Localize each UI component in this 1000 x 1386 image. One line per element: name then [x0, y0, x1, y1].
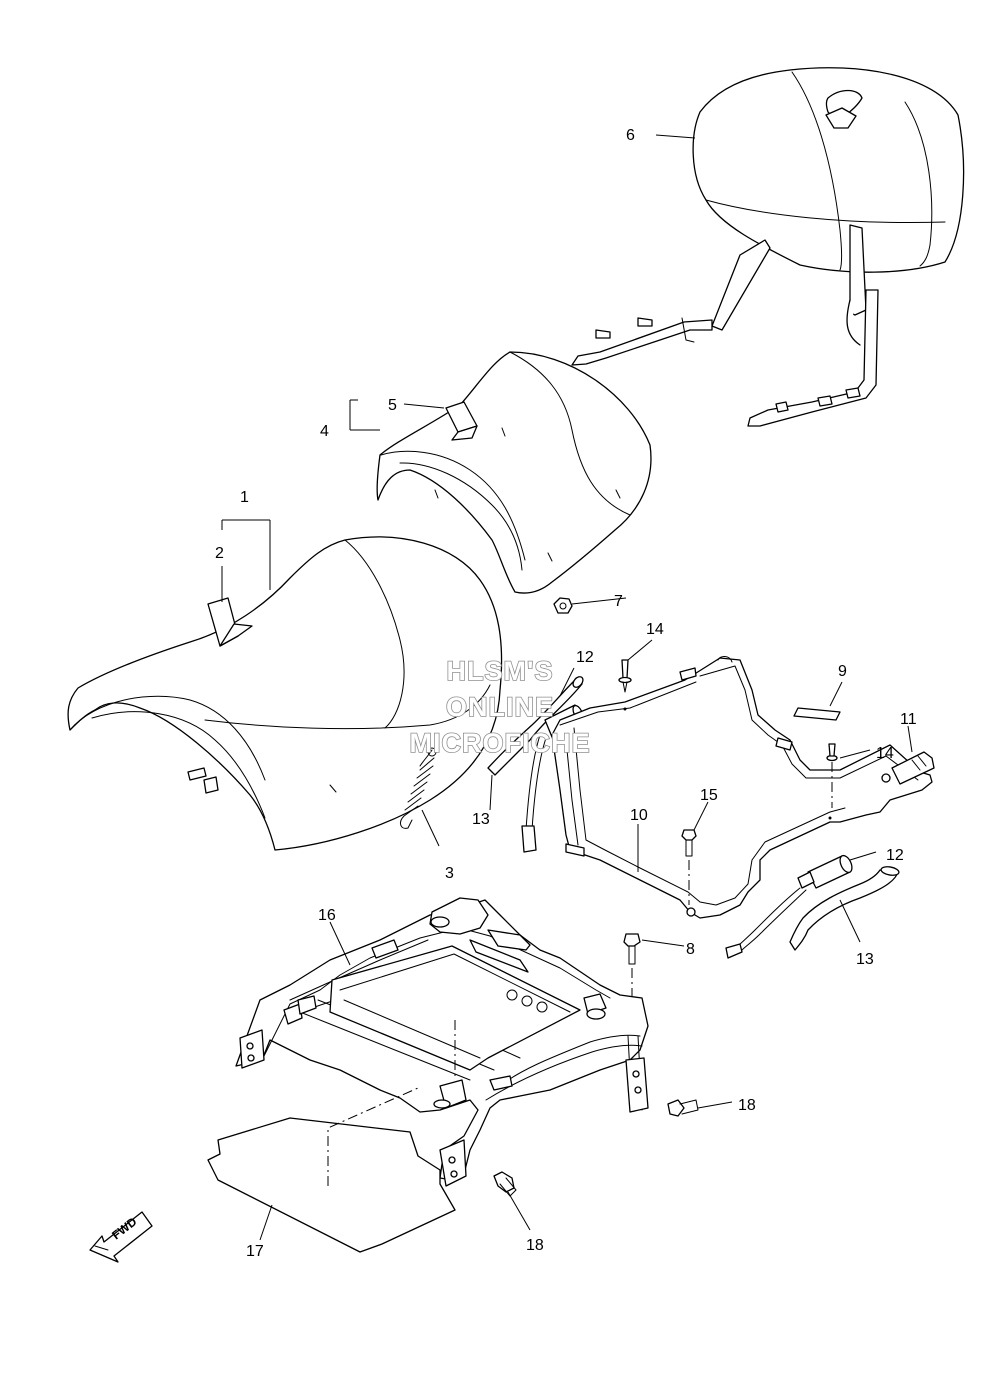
callout-11: 11 — [900, 711, 917, 728]
clip-part-11 — [891, 751, 935, 785]
callout-4: 4 — [320, 423, 329, 440]
bolt-part-18-lower — [493, 1171, 517, 1197]
nut-part-7 — [553, 597, 573, 614]
bolt-part-8 — [623, 933, 641, 996]
callout-labels: 1 2 3 4 5 6 7 8 9 10 11 12 12 13 13 14 1… — [215, 127, 917, 1260]
label-part-9 — [793, 707, 841, 721]
callout-9: 9 — [838, 663, 847, 680]
watermark-line-3: MICROFICHE — [410, 728, 591, 758]
watermark: HLSM'S ONLINE MICROFICHE — [409, 655, 591, 759]
callout-15: 15 — [700, 787, 718, 804]
callout-7: 7 — [614, 593, 623, 610]
sleeve-part-12-right — [725, 854, 853, 959]
watermark-line-2: ONLINE — [446, 692, 554, 722]
forward-direction-arrow: FWD — [89, 1211, 153, 1263]
callout-17: 17 — [246, 1243, 264, 1260]
spring-part-3 — [400, 747, 437, 829]
callout-3: 3 — [445, 865, 454, 882]
callout-18-upper: 18 — [738, 1097, 756, 1114]
callout-10: 10 — [630, 807, 648, 824]
callout-2: 2 — [215, 545, 224, 562]
callout-13-right: 13 — [856, 951, 874, 968]
callout-14-upper: 14 — [646, 621, 664, 638]
callout-18-lower: 18 — [526, 1237, 544, 1254]
callout-1: 1 — [240, 489, 249, 506]
patch-part-2 — [207, 597, 253, 647]
watermark-line-1: HLSM'S — [447, 656, 554, 686]
bolt-part-18-upper — [667, 1099, 699, 1117]
leader-lines — [221, 134, 913, 1241]
rivet-part-14-left — [618, 659, 632, 693]
pipe-part-13-right — [789, 866, 900, 951]
callout-8: 8 — [686, 941, 695, 958]
mat-part-17 — [207, 1087, 456, 1253]
backrest-part-6 — [571, 67, 965, 427]
callout-14-right: 14 — [876, 745, 894, 762]
patch-part-5 — [445, 401, 478, 441]
base-frame-part-16 — [235, 897, 649, 1187]
callout-16: 16 — [318, 907, 336, 924]
callout-6: 6 — [626, 127, 635, 144]
bolt-part-15 — [681, 829, 697, 905]
front-seat-part-1 — [67, 536, 503, 851]
callout-12-right: 12 — [886, 847, 904, 864]
callout-5: 5 — [388, 397, 397, 414]
rear-seat-part-4 — [376, 351, 652, 594]
callout-12-left: 12 — [576, 649, 594, 666]
callout-13-left: 13 — [472, 811, 490, 828]
frame-part-10 — [551, 656, 933, 919]
rivet-part-14-right — [826, 743, 838, 808]
